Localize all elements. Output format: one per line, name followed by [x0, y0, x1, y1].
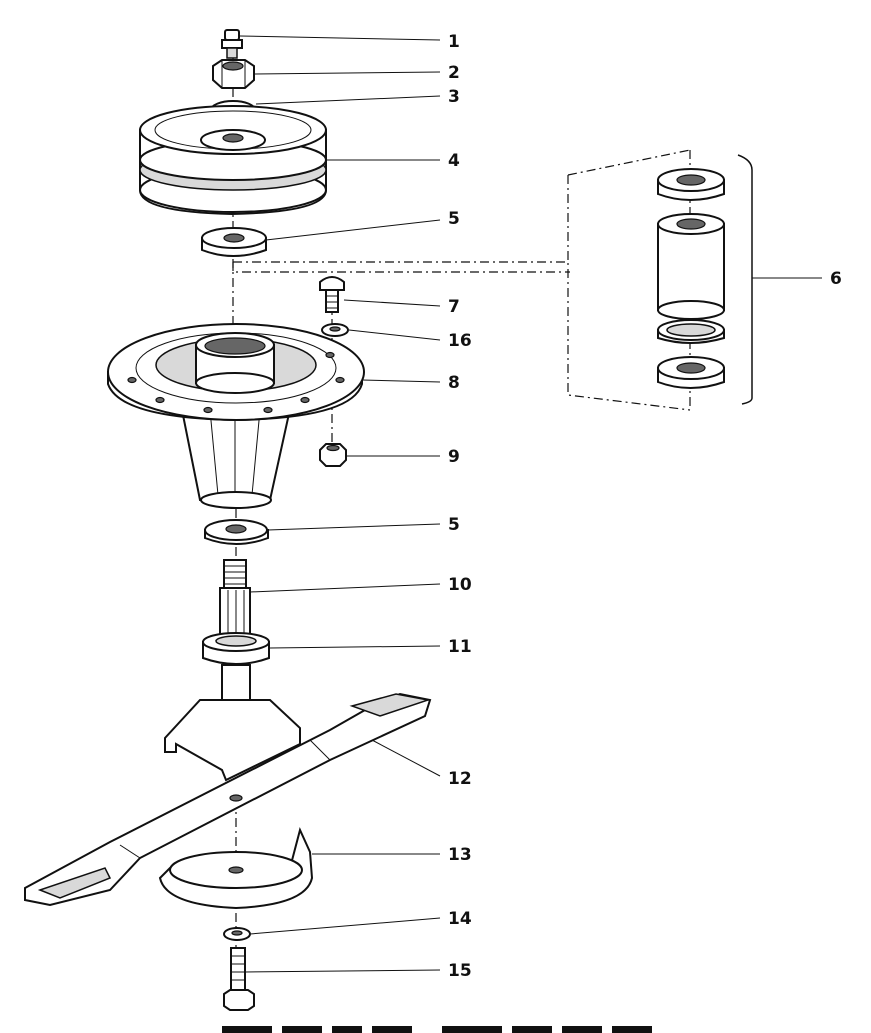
part-10-spindle-shaft — [219, 559, 251, 639]
part-4-pulley — [139, 105, 327, 216]
callout-11: 11 — [448, 637, 472, 657]
callout-2: 2 — [448, 63, 460, 83]
callout-5-upper: 5 — [448, 209, 460, 229]
part-5-spacer-lower — [204, 519, 269, 545]
part-13-blade-cup — [158, 827, 314, 910]
part-14-washer — [223, 927, 251, 941]
bearing-kit-bracket — [737, 154, 753, 405]
part-7-bolt — [319, 276, 345, 313]
part-5-spacer-upper — [201, 227, 267, 257]
bearing-seal — [657, 319, 725, 344]
part-15-blade-bolt — [223, 947, 255, 1011]
bearing-top — [657, 168, 725, 201]
callout-8: 8 — [448, 373, 460, 393]
callout-7: 7 — [448, 297, 460, 317]
part-9-flange-nut — [319, 443, 347, 467]
callout-1: 1 — [448, 32, 460, 52]
bearing-spacer-tube — [657, 213, 725, 320]
callout-12: 12 — [448, 769, 472, 789]
callout-4: 4 — [448, 151, 460, 171]
callout-16: 16 — [448, 331, 472, 351]
callout-labels: 1 2 3 4 5 6 7 16 8 9 5 10 11 12 13 14 15 — [448, 32, 842, 981]
leader-lines — [239, 35, 822, 973]
part-2-hex-nut — [212, 59, 255, 89]
bearing-bottom — [657, 356, 725, 389]
callout-13: 13 — [448, 845, 472, 865]
part-6-bearing-kit — [232, 149, 753, 411]
callout-10: 10 — [448, 575, 472, 595]
callout-9: 9 — [448, 447, 460, 467]
callout-6: 6 — [830, 269, 842, 289]
part-16-lock-washer — [321, 323, 349, 337]
part-1-grease-fitting — [221, 29, 243, 59]
callout-14: 14 — [448, 909, 472, 929]
cropped-footer-strip — [222, 1026, 652, 1033]
part-8-spindle-housing — [107, 323, 365, 509]
part-11-shaft-collar — [202, 632, 270, 665]
callout-5-lower: 5 — [448, 515, 460, 535]
blade-adapter — [164, 664, 301, 782]
callout-15: 15 — [448, 961, 472, 981]
callout-3: 3 — [448, 87, 460, 107]
part-12-blade — [24, 692, 432, 907]
